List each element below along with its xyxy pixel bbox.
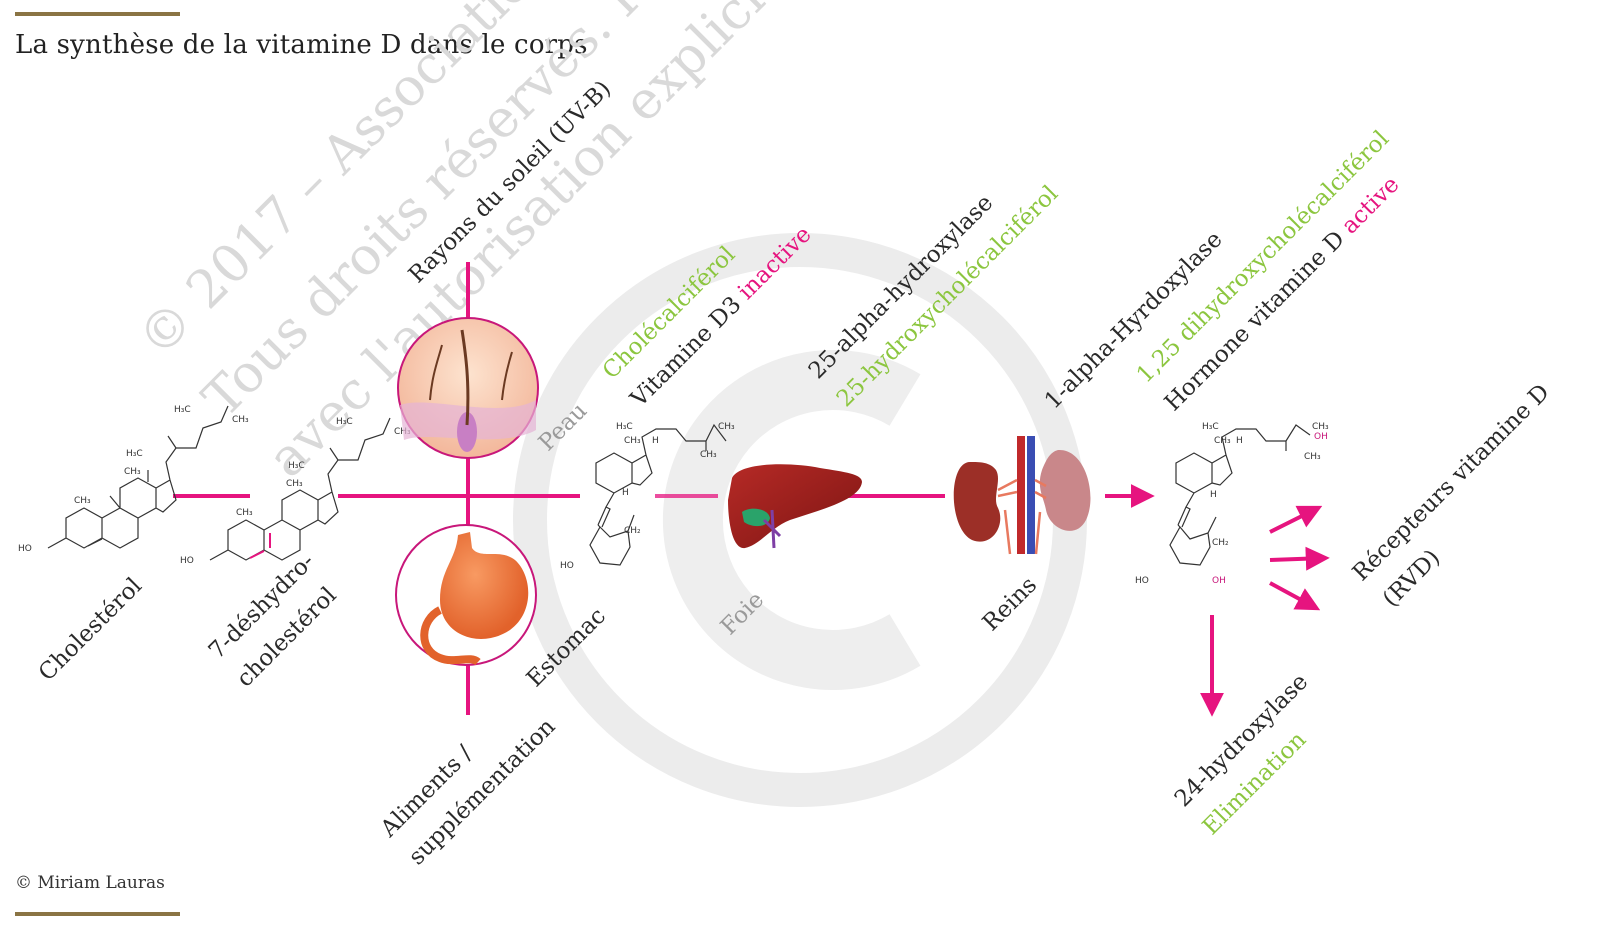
liver-vessels [762, 509, 782, 549]
page-title: La synthèse de la vitamine D dans le cor… [15, 30, 588, 60]
kidney-right [1039, 449, 1091, 531]
chem-label-h3c: H₃C [616, 422, 633, 432]
label-receptors-1: Récepteurs vitamine D [1348, 379, 1555, 586]
chem-label-ho: HO [180, 556, 194, 566]
chem-label-ch2: CH₂ [1212, 538, 1229, 548]
gallbladder [742, 508, 770, 527]
renal-vessels [997, 478, 1047, 555]
chem-label-ho: HO [1135, 576, 1149, 586]
aorta [1017, 436, 1025, 554]
arrow-receptor-2 [1269, 546, 1330, 571]
chem-label-oh: OH [1314, 432, 1328, 442]
hair-follicle [457, 412, 477, 452]
dehydrocholesterol-molecule: HO CH₃ CH₃ H₃C H₃C CH₃ [180, 417, 411, 566]
chem-label-ch3: CH₃ [624, 436, 641, 446]
vitamin-d3-molecule: HO CH₂ H₃C CH₃ H H CH₃ CH₃ [560, 422, 735, 571]
stomach-organ [440, 532, 529, 639]
label-hormone: Hormone vitamine D active [1160, 172, 1405, 417]
liver-illustration [728, 464, 862, 549]
chem-label-ch2: CH₂ [624, 526, 641, 536]
chem-label-ch3: CH₃ [1304, 452, 1321, 462]
chem-label-h: H [1236, 436, 1243, 446]
chem-label-h3c: H₃C [336, 417, 353, 427]
top-rule [15, 12, 180, 16]
bottom-rule [15, 912, 180, 916]
chem-label-h: H [622, 488, 629, 498]
chem-label-ch3: CH₃ [236, 508, 253, 518]
chem-label-h: H [652, 436, 659, 446]
chem-label-ho: HO [18, 544, 32, 554]
chem-label-h3c: H₃C [1202, 422, 1219, 432]
arrow-receptor-1 [1269, 505, 1323, 534]
credit-text: © Miriam Lauras [15, 873, 165, 893]
chem-label-ho: HO [560, 561, 574, 571]
liver-organ [728, 464, 862, 549]
chem-label-h3c: H₃C [288, 461, 305, 471]
hair-strand [429, 344, 443, 401]
chem-label-ch3: CH₃ [700, 450, 717, 460]
kidneys-illustration [953, 436, 1091, 555]
chem-label-h: H [1210, 490, 1217, 500]
cholesterol-molecule: HO CH₃ CH₃ H₃C H₃C CH₃ [18, 405, 249, 554]
chem-label-h3c: H₃C [126, 449, 143, 459]
chem-label-oh: OH [1212, 576, 1226, 586]
label-dihydroxy: 1,25 dihydroxycholécalciférol [1132, 126, 1394, 388]
chem-label-ch3: CH₃ [124, 467, 141, 477]
chem-label-h3c: H₃C [174, 405, 191, 415]
skin-illustration [397, 317, 539, 459]
hair-strand [460, 329, 470, 426]
chem-label-ch3: CH₃ [394, 427, 411, 437]
chem-label-ch3: CH₃ [718, 422, 735, 432]
chem-label-ch3: CH₃ [232, 415, 249, 425]
calcitriol-molecule: HO OH CH₂ H₃C CH₃ H H CH₃ OH CH₃ [1135, 422, 1329, 586]
watermark-c-glyph [662, 350, 921, 690]
chem-label-ch3: CH₃ [1312, 422, 1329, 432]
kidney-left [953, 462, 1001, 542]
chem-label-ch3: CH₃ [74, 496, 91, 506]
vena-cava [1027, 436, 1035, 554]
arrow-receptor-3 [1269, 581, 1321, 611]
label-cholesterol: Cholestérol [34, 573, 147, 686]
stomach-illustration [395, 524, 537, 666]
hair-strand [501, 351, 513, 401]
chem-label-ch3: CH₃ [286, 479, 303, 489]
chem-label-ch3: CH₃ [1214, 436, 1231, 446]
stomach-duodenum [420, 606, 481, 666]
